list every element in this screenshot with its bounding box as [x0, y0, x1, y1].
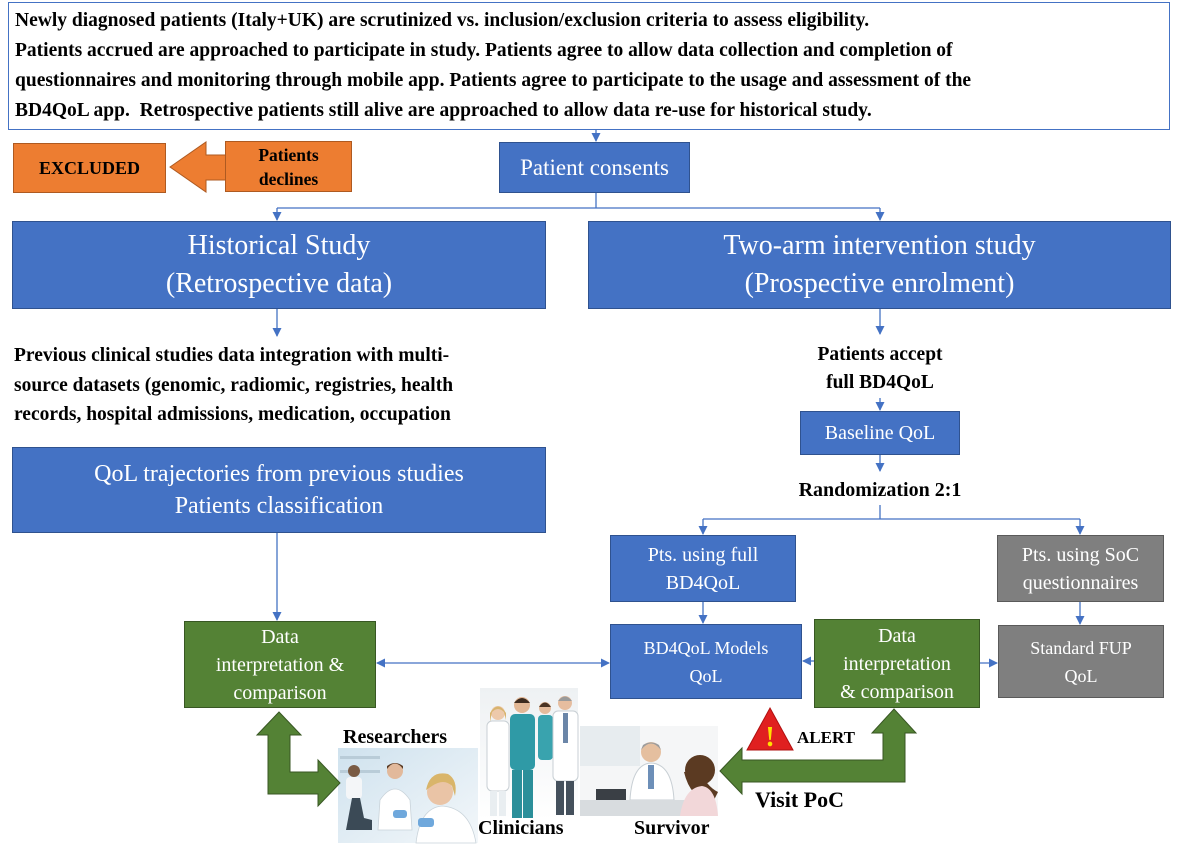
models-line-1: BD4QoL Models	[643, 637, 769, 658]
intervention-interpretation-box: Data interpretation & comparison	[814, 619, 980, 708]
historical-subtitle: (Retrospective data)	[165, 268, 393, 299]
historical-interp-line-1: Data	[261, 625, 299, 648]
survivor-photo	[580, 726, 718, 816]
randomization-label: Randomization 2:1	[798, 479, 962, 501]
data-integration-text: Previous clinical studies data integrati…	[14, 341, 453, 430]
integration-line-1: Previous clinical studies data integrati…	[14, 345, 450, 366]
baseline-qol-box: Baseline QoL	[800, 411, 960, 455]
soc-questionnaires-arm-box: Pts. using SoC questionnaires	[997, 535, 1164, 602]
intervention-interp-line-3: & comparison	[840, 680, 954, 703]
integration-line-2: source datasets (genomic, radiomic, regi…	[14, 374, 454, 396]
standard-line-1: Standard FUP	[1030, 637, 1132, 658]
accept-line-1: Patients accept	[817, 344, 943, 365]
historical-interpretation-box: Data interpretation & comparison	[184, 621, 376, 708]
survivor-label: Survivor	[634, 817, 710, 839]
excluded-box: EXCLUDED	[13, 143, 166, 193]
standard-line-2: QoL	[1064, 665, 1098, 686]
soc-arm-line-1: Pts. using SoC	[1021, 543, 1140, 566]
researchers-interpretation-arrow	[255, 711, 341, 808]
historical-study-box: Historical Study (Retrospective data)	[12, 221, 546, 309]
intervention-subtitle: (Prospective enrolment)	[744, 268, 1015, 299]
intervention-study-box: Two-arm intervention study (Prospective …	[588, 221, 1171, 309]
declines-arrow	[169, 141, 228, 193]
patients-declines-box: Patients declines	[225, 141, 352, 192]
header-line-2: Patients accrued are approached to parti…	[15, 40, 953, 61]
header-line-4: BD4QoL app. Retrospective patients still…	[15, 100, 872, 121]
accept-line-2: full BD4QoL	[826, 372, 934, 393]
alert-symbol: !	[765, 722, 774, 753]
randomization-text: Randomization 2:1	[760, 477, 1000, 503]
qol-line-2: Patients classification	[174, 493, 384, 519]
visit-interpretation-arrow	[719, 708, 918, 796]
researchers-photo	[338, 748, 478, 844]
intervention-interp-line-1: Data	[878, 624, 916, 647]
excluded-label: EXCLUDED	[38, 157, 140, 178]
bd4qol-models-box: BD4QoL Models QoL	[610, 624, 802, 699]
baseline-label: Baseline QoL	[824, 421, 936, 444]
researchers-label: Researchers	[343, 726, 448, 748]
full-arm-line-1: Pts. using full	[647, 543, 759, 566]
standard-fup-qol-box: Standard FUP QoL	[998, 625, 1164, 698]
integration-line-3: records, hospital admissions, medication…	[14, 404, 451, 425]
soc-arm-line-2: questionnaires	[1022, 571, 1139, 594]
full-bd4qol-arm-box: Pts. using full BD4QoL	[610, 535, 796, 602]
historical-title: Historical Study	[187, 230, 371, 261]
models-line-2: QoL	[689, 665, 723, 686]
declines-line-2: declines	[258, 168, 319, 189]
historical-interp-line-3: comparison	[233, 681, 327, 704]
patient-consents-box: Patient consents	[499, 142, 690, 193]
full-arm-line-2: BD4QoL	[665, 571, 741, 594]
alert-icon: !	[746, 706, 794, 753]
qol-trajectories-box: QoL trajectories from previous studies P…	[12, 447, 546, 533]
patients-accept-text: Patients accept full BD4QoL	[780, 341, 980, 397]
historical-interp-line-2: interpretation &	[215, 653, 345, 676]
clinicians-label: Clinicians	[478, 817, 564, 839]
intervention-title: Two-arm intervention study	[723, 230, 1036, 261]
visit-poc-label: Visit PoC	[755, 787, 845, 812]
header-line-3: questionnaires and monitoring through mo…	[15, 70, 972, 91]
clinicians-photo	[480, 688, 579, 820]
alert-label: ALERT	[797, 728, 855, 747]
declines-line-1: Patients	[258, 144, 319, 165]
header-line-1: Newly diagnosed patients (Italy+UK) are …	[15, 10, 870, 31]
intervention-interp-line-2: interpretation	[843, 652, 951, 675]
eligibility-description-box: Newly diagnosed patients (Italy+UK) are …	[8, 2, 1170, 130]
consent-label: Patient consents	[520, 154, 669, 180]
qol-line-1: QoL trajectories from previous studies	[94, 461, 464, 487]
